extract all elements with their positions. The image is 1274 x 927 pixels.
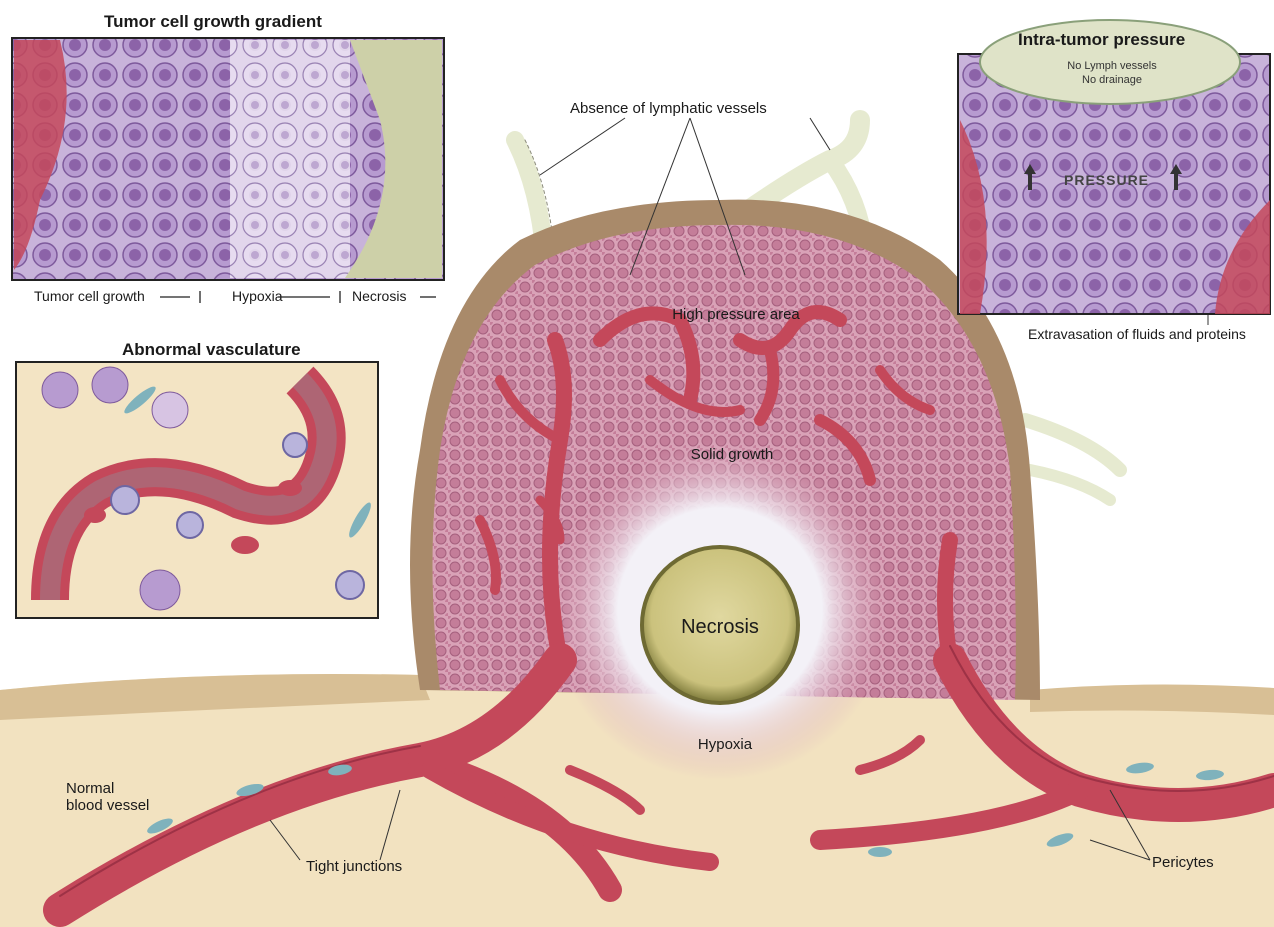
pressure-title: Intra-tumor pressure bbox=[1018, 30, 1185, 50]
no-lymph-label: No Lymph vessels bbox=[1067, 60, 1156, 73]
scale-hypoxia-label: Hypoxia bbox=[232, 288, 283, 304]
vasculature-title: Abnormal vasculature bbox=[122, 340, 301, 360]
growth-gradient-panel bbox=[12, 38, 444, 280]
tight-junctions-label: Tight junctions bbox=[306, 858, 402, 875]
solid-growth-label: Solid growth bbox=[691, 446, 774, 463]
no-drainage-label: No drainage bbox=[1082, 74, 1142, 87]
hypoxia-label: Hypoxia bbox=[698, 736, 752, 753]
necrosis-label: Necrosis bbox=[681, 616, 759, 639]
extravasation-caption: Extravasation of fluids and proteins bbox=[1028, 326, 1246, 342]
lymphatic-label: Absence of lymphatic vessels bbox=[570, 100, 767, 117]
pressure-word: PRESSURE bbox=[1064, 172, 1149, 188]
vasculature-panel bbox=[16, 362, 378, 618]
high-pressure-label: High pressure area bbox=[672, 306, 800, 323]
scale-necrosis-label: Necrosis bbox=[352, 288, 406, 304]
growth-gradient-title: Tumor cell growth gradient bbox=[104, 12, 322, 32]
scale-growth-label: Tumor cell growth bbox=[34, 288, 145, 304]
pericytes-label: Pericytes bbox=[1152, 854, 1214, 871]
normal-vessel-label: Normal blood vessel bbox=[66, 780, 149, 815]
